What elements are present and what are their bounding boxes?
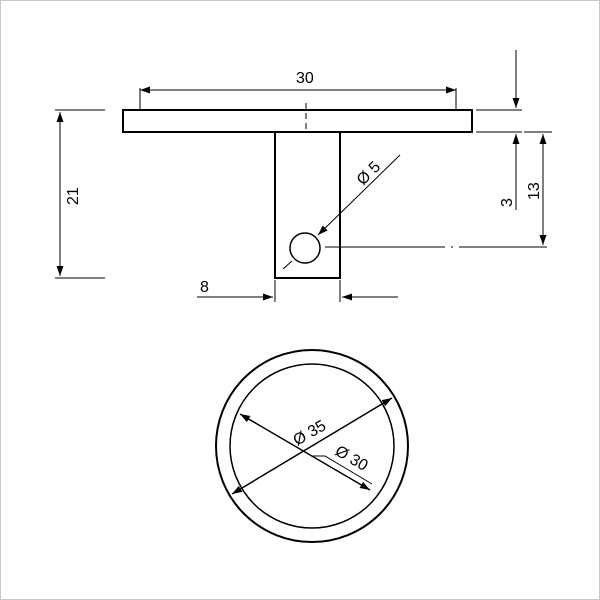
dim-plate-thickness-label: 3 <box>499 198 516 207</box>
dim-hole-offset-label: 13 <box>526 182 543 200</box>
dim-inner-diameter <box>239 413 373 491</box>
dim-outer-diameter <box>231 397 393 495</box>
side-view <box>122 103 547 279</box>
inner-circle <box>229 363 395 529</box>
dim-hole-diameter-label: Ø 5 <box>354 159 384 189</box>
top-view <box>215 349 409 543</box>
dim-total-height-label: 21 <box>65 187 82 205</box>
dim-outer-diameter-label: Ø 35 <box>291 417 330 449</box>
dim-total-height <box>55 109 105 279</box>
dim-hole-offset <box>524 131 552 245</box>
dim-plate-thickness <box>476 50 522 210</box>
dim-top-width <box>139 86 457 110</box>
hole <box>289 232 321 264</box>
dim-top-width-label: 30 <box>296 70 314 87</box>
dim-stem-width <box>197 280 398 302</box>
top-plate <box>122 109 473 133</box>
dim-inner-diameter-label: Ø 30 <box>332 443 371 475</box>
outer-circle <box>215 349 409 543</box>
dim-hole-diameter <box>282 154 401 270</box>
stem <box>274 131 341 279</box>
dim-stem-width-label: 8 <box>200 279 209 296</box>
